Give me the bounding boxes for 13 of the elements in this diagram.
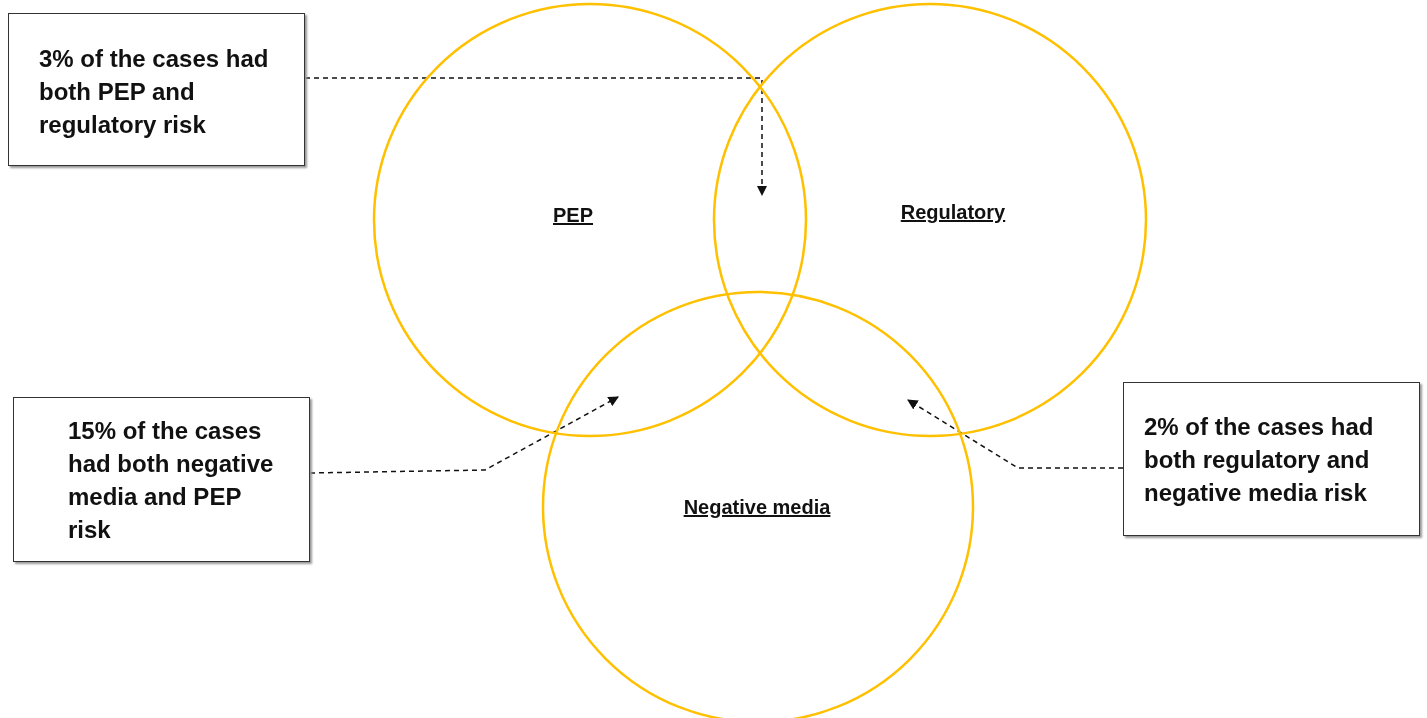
- circle-label: Negative media: [683, 496, 831, 519]
- venn-circle: [372, 2, 808, 438]
- circle-label: PEP: [553, 204, 593, 227]
- callout-text: 2% of the cases had both regulatory and negative media risk: [1144, 412, 1375, 508]
- leader-line: [304, 77, 768, 197]
- callout-text: 3% of the cases had both PEP and regulatory risk: [39, 44, 270, 140]
- circle-label: Regulatory: [900, 201, 1006, 224]
- callout-box: [1123, 382, 1420, 536]
- callout-text: 15% of the cases had both negative media and PEP risk: [68, 416, 275, 545]
- callout-box: [13, 397, 310, 562]
- leader-line: [309, 396, 619, 474]
- callout-box: [8, 13, 305, 166]
- leader-line: [907, 399, 1124, 469]
